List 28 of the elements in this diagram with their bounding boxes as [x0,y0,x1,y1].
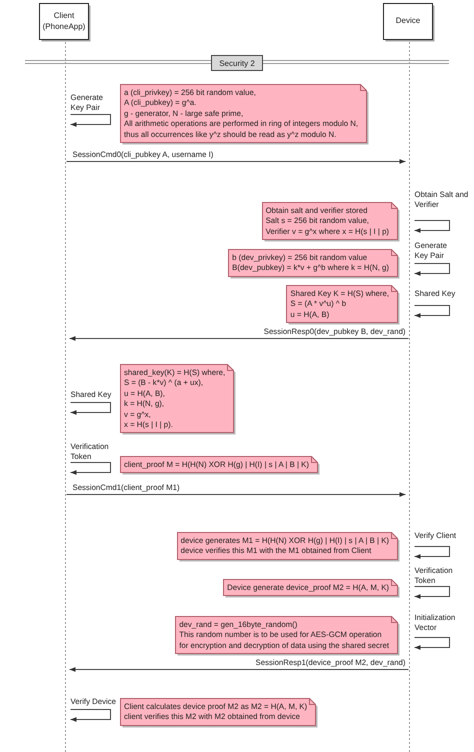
self-message-arrow [414,220,450,233]
message-arrow [66,159,406,164]
note [286,285,400,326]
participant-name: Client (PhoneApp) [42,11,86,32]
self-message-arrow [70,114,111,127]
note [175,616,400,656]
section-label-box [211,55,263,71]
section-label: Security 2 [219,58,255,68]
note [176,532,400,562]
note [262,202,400,242]
note [120,698,318,728]
participant-name: Device [396,16,420,27]
message-arrow [69,667,409,672]
self-message-arrow [414,263,450,276]
self-message-arrow [414,637,450,650]
self-message-arrow [70,402,111,415]
note [120,456,320,476]
note [120,364,236,436]
self-message-arrow [70,709,111,722]
note [120,84,370,146]
self-message-arrow [70,462,111,475]
self-message-arrow [414,546,450,559]
note [228,249,400,279]
self-message-arrow [414,305,450,318]
message-arrow [69,336,409,341]
note [223,579,400,598]
message-arrow [66,492,406,497]
self-message-arrow [414,586,450,599]
